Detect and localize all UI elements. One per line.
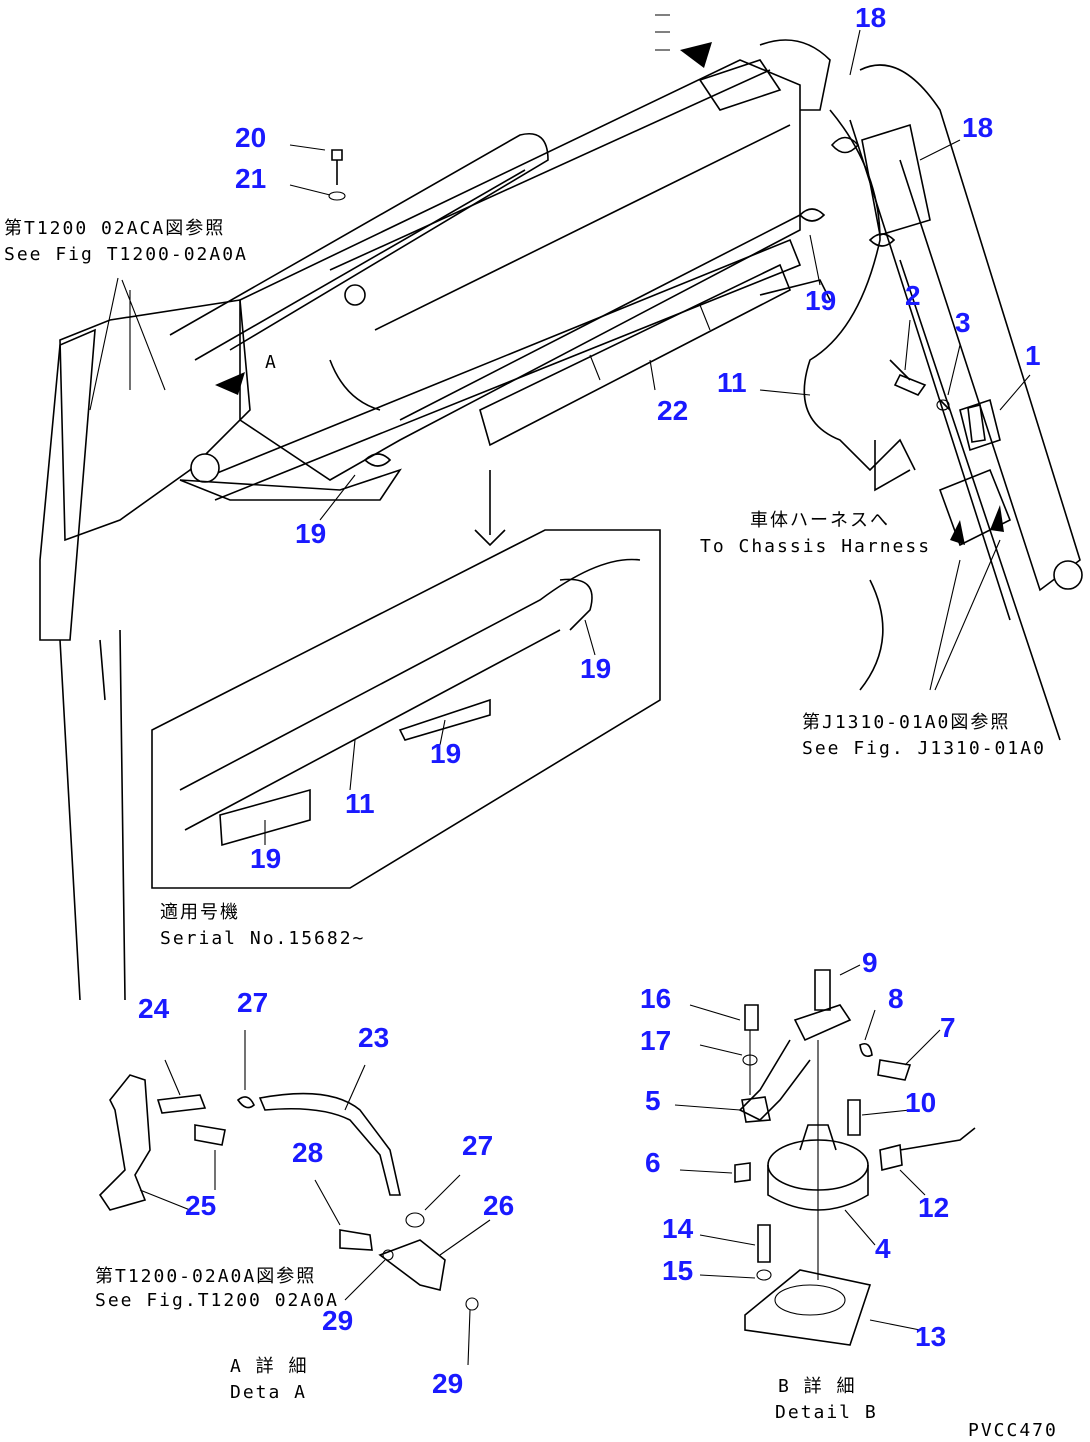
callout-1: 1	[1025, 340, 1041, 371]
callout-10: 10	[905, 1087, 936, 1118]
inset-frame	[151, 529, 661, 889]
callout-14: 14	[662, 1213, 694, 1244]
detail-a-en: Deta A	[230, 1382, 307, 1403]
ref-t1200-bottom-jp: 第T1200-02A0A図参照	[95, 1266, 316, 1287]
callout-19-inset-mid: 19	[430, 738, 461, 769]
callout-5: 5	[645, 1085, 661, 1116]
callout-25: 25	[185, 1190, 216, 1221]
boom-foot	[59, 299, 251, 542]
part-28	[339, 1229, 373, 1251]
callout-13: 13	[915, 1321, 946, 1352]
callout-29-left: 29	[322, 1305, 353, 1336]
callout-19-inset-top: 19	[580, 653, 611, 684]
detail-b-jp: B 詳 細	[778, 1376, 857, 1397]
detail-a-jp: A 詳 細	[230, 1356, 309, 1377]
part-27-a	[236, 1096, 255, 1109]
part-5	[741, 1096, 771, 1123]
part-13-plate	[744, 1269, 872, 1346]
ref-j1310-jp: 第J1310-01A0図参照	[802, 712, 1010, 733]
part-23-pipe	[258, 1092, 401, 1196]
part-26	[378, 1239, 446, 1291]
drawing-code: PVCC470	[968, 1420, 1058, 1441]
callout-2: 2	[905, 280, 921, 311]
part-25	[194, 1124, 226, 1146]
ref-t1200-top-jp: 第T1200 02ACA図参照	[4, 218, 225, 239]
callout-9: 9	[862, 947, 878, 978]
part-14	[757, 1224, 771, 1263]
callout-11-main: 11	[717, 367, 747, 398]
boom-assembly: A	[39, 14, 1083, 1001]
callout-24: 24	[138, 993, 170, 1024]
part-24	[156, 1094, 207, 1114]
callout-11-inset: 11	[345, 788, 375, 819]
callout-23: 23	[358, 1022, 389, 1053]
callout-19-main-right: 19	[805, 285, 836, 316]
callout-17: 17	[640, 1025, 671, 1056]
callout-12: 12	[918, 1192, 949, 1223]
ref-t1200-bottom-en: See Fig.T1200 02A0A	[95, 1290, 339, 1311]
callout-21: 21	[235, 163, 266, 194]
part-7	[877, 1059, 912, 1081]
reference-notes: 第T1200 02ACA図参照 See Fig T1200-02A0A 車体ハー…	[4, 218, 1058, 1441]
harness-cover	[479, 263, 792, 447]
callout-18-top: 18	[855, 2, 886, 33]
detail-b-en: Detail B	[775, 1402, 878, 1423]
serial-jp: 適用号機	[160, 902, 240, 923]
callout-7: 7	[940, 1012, 956, 1043]
callout-18-right: 18	[962, 112, 993, 143]
callout-19-inset-bottom: 19	[250, 843, 281, 874]
sensor-bracket	[698, 59, 782, 111]
bracket-detail-a	[98, 1074, 151, 1211]
arm-body	[859, 64, 1081, 592]
callout-28: 28	[292, 1137, 323, 1168]
view-a-marker: A	[265, 352, 278, 373]
callout-3: 3	[955, 307, 971, 338]
callout-27-right: 27	[462, 1130, 493, 1161]
boom-cylinder-tube	[169, 133, 549, 351]
detail-a	[98, 1030, 491, 1366]
serial-inset	[151, 470, 661, 889]
ref-t1200-top-en: See Fig T1200-02A0A	[4, 244, 248, 265]
part-6	[734, 1162, 751, 1183]
callout-16: 16	[640, 983, 671, 1014]
callout-19-main-left: 19	[295, 518, 326, 549]
ref-j1310-en: See Fig. J1310-01A0	[802, 738, 1046, 759]
part-12	[879, 1127, 976, 1172]
callout-22: 22	[657, 395, 688, 426]
callout-26: 26	[483, 1190, 514, 1221]
pin-left	[190, 453, 220, 483]
callout-labels: 1 2 3 4 5 6 7 8 9 10 11 11 12 13 14 15 1…	[138, 2, 1041, 1399]
callout-15: 15	[662, 1255, 693, 1286]
arrow-mark-left	[215, 372, 245, 395]
chassis-harness-jp: 車体ハーネスへ	[750, 510, 890, 531]
callout-4: 4	[875, 1233, 891, 1264]
serial-en: Serial No.15682~	[160, 928, 365, 949]
arrow-mark-top	[680, 42, 712, 68]
callout-6: 6	[645, 1147, 661, 1178]
part-10	[847, 1099, 861, 1136]
callout-20: 20	[235, 122, 266, 153]
callout-8: 8	[888, 983, 904, 1014]
chassis-harness-en: To Chassis Harness	[700, 536, 931, 557]
part-27-b	[405, 1212, 425, 1228]
callout-27-top: 27	[237, 987, 268, 1018]
callout-29-bottom: 29	[432, 1368, 463, 1399]
detail-b	[674, 964, 976, 1346]
